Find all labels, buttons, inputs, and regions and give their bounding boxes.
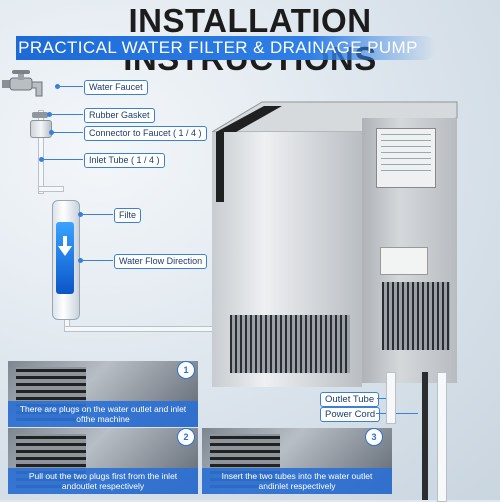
label-water-faucet: Water Faucet — [84, 80, 148, 95]
warning-label — [380, 247, 428, 275]
leader-line — [58, 86, 83, 87]
label-rubber-gasket: Rubber Gasket — [84, 108, 155, 123]
label-outlet-tube: Outlet Tube — [320, 392, 380, 407]
spec-plate — [376, 128, 436, 188]
label-power-cord: Power Cord — [320, 407, 381, 422]
step-3-panel: Insert the two tubes into the water outl… — [202, 428, 392, 494]
leader-dot — [47, 112, 52, 117]
step-2-caption: Pull out the two plugs first from the in… — [8, 468, 198, 494]
leader-dot — [39, 157, 44, 162]
step-2-panel: Pull out the two plugs first from the in… — [8, 428, 198, 494]
step-1-caption: There are plugs on the water outlet and … — [8, 401, 198, 427]
step-1-number: 1 — [177, 361, 195, 379]
power-cord — [422, 372, 428, 500]
label-connector: Connector to Faucet ( 1 / 4 ) — [84, 126, 207, 141]
front-vent — [230, 315, 350, 373]
leader-line — [50, 114, 83, 115]
leader-line — [376, 413, 418, 414]
step-1-panel: There are plugs on the water outlet and … — [8, 361, 198, 427]
drain-tube — [437, 372, 447, 502]
faucet-connector — [30, 120, 52, 138]
leader-line — [377, 398, 386, 399]
rubber-gasket — [32, 112, 48, 118]
leader-dot — [78, 212, 83, 217]
flow-arrow-stem — [63, 236, 67, 247]
label-filter: Filte — [114, 208, 142, 223]
leader-line — [81, 214, 113, 215]
inlet-tube-vertical — [38, 110, 44, 194]
subtitle-banner — [16, 36, 436, 60]
filter-core — [56, 222, 74, 294]
leader-line — [42, 159, 83, 160]
leader-line — [52, 132, 83, 133]
inlet-tube-curve — [38, 186, 64, 192]
page-subtitle: PRACTICAL WATER FILTER & DRAINAGE PUMP — [18, 38, 418, 57]
machine-door-dark — [216, 132, 224, 202]
side-vent — [382, 282, 450, 350]
leader-dot — [55, 84, 60, 89]
leader-line — [81, 260, 113, 261]
leader-dot — [78, 258, 83, 263]
step-2-number: 2 — [177, 428, 195, 446]
arrow-down-icon — [58, 246, 72, 256]
filter-to-machine-horizontal — [64, 326, 216, 332]
outlet-tube — [386, 372, 396, 424]
label-water-flow: Water Flow Direction — [114, 254, 208, 269]
step-3-caption: Insert the two tubes into the water outl… — [202, 468, 392, 494]
leader-dot — [49, 130, 54, 135]
faucet-icon — [2, 70, 43, 97]
label-inlet-tube: Inlet Tube ( 1 / 4 ) — [84, 153, 165, 168]
step-3-number: 3 — [365, 428, 383, 446]
